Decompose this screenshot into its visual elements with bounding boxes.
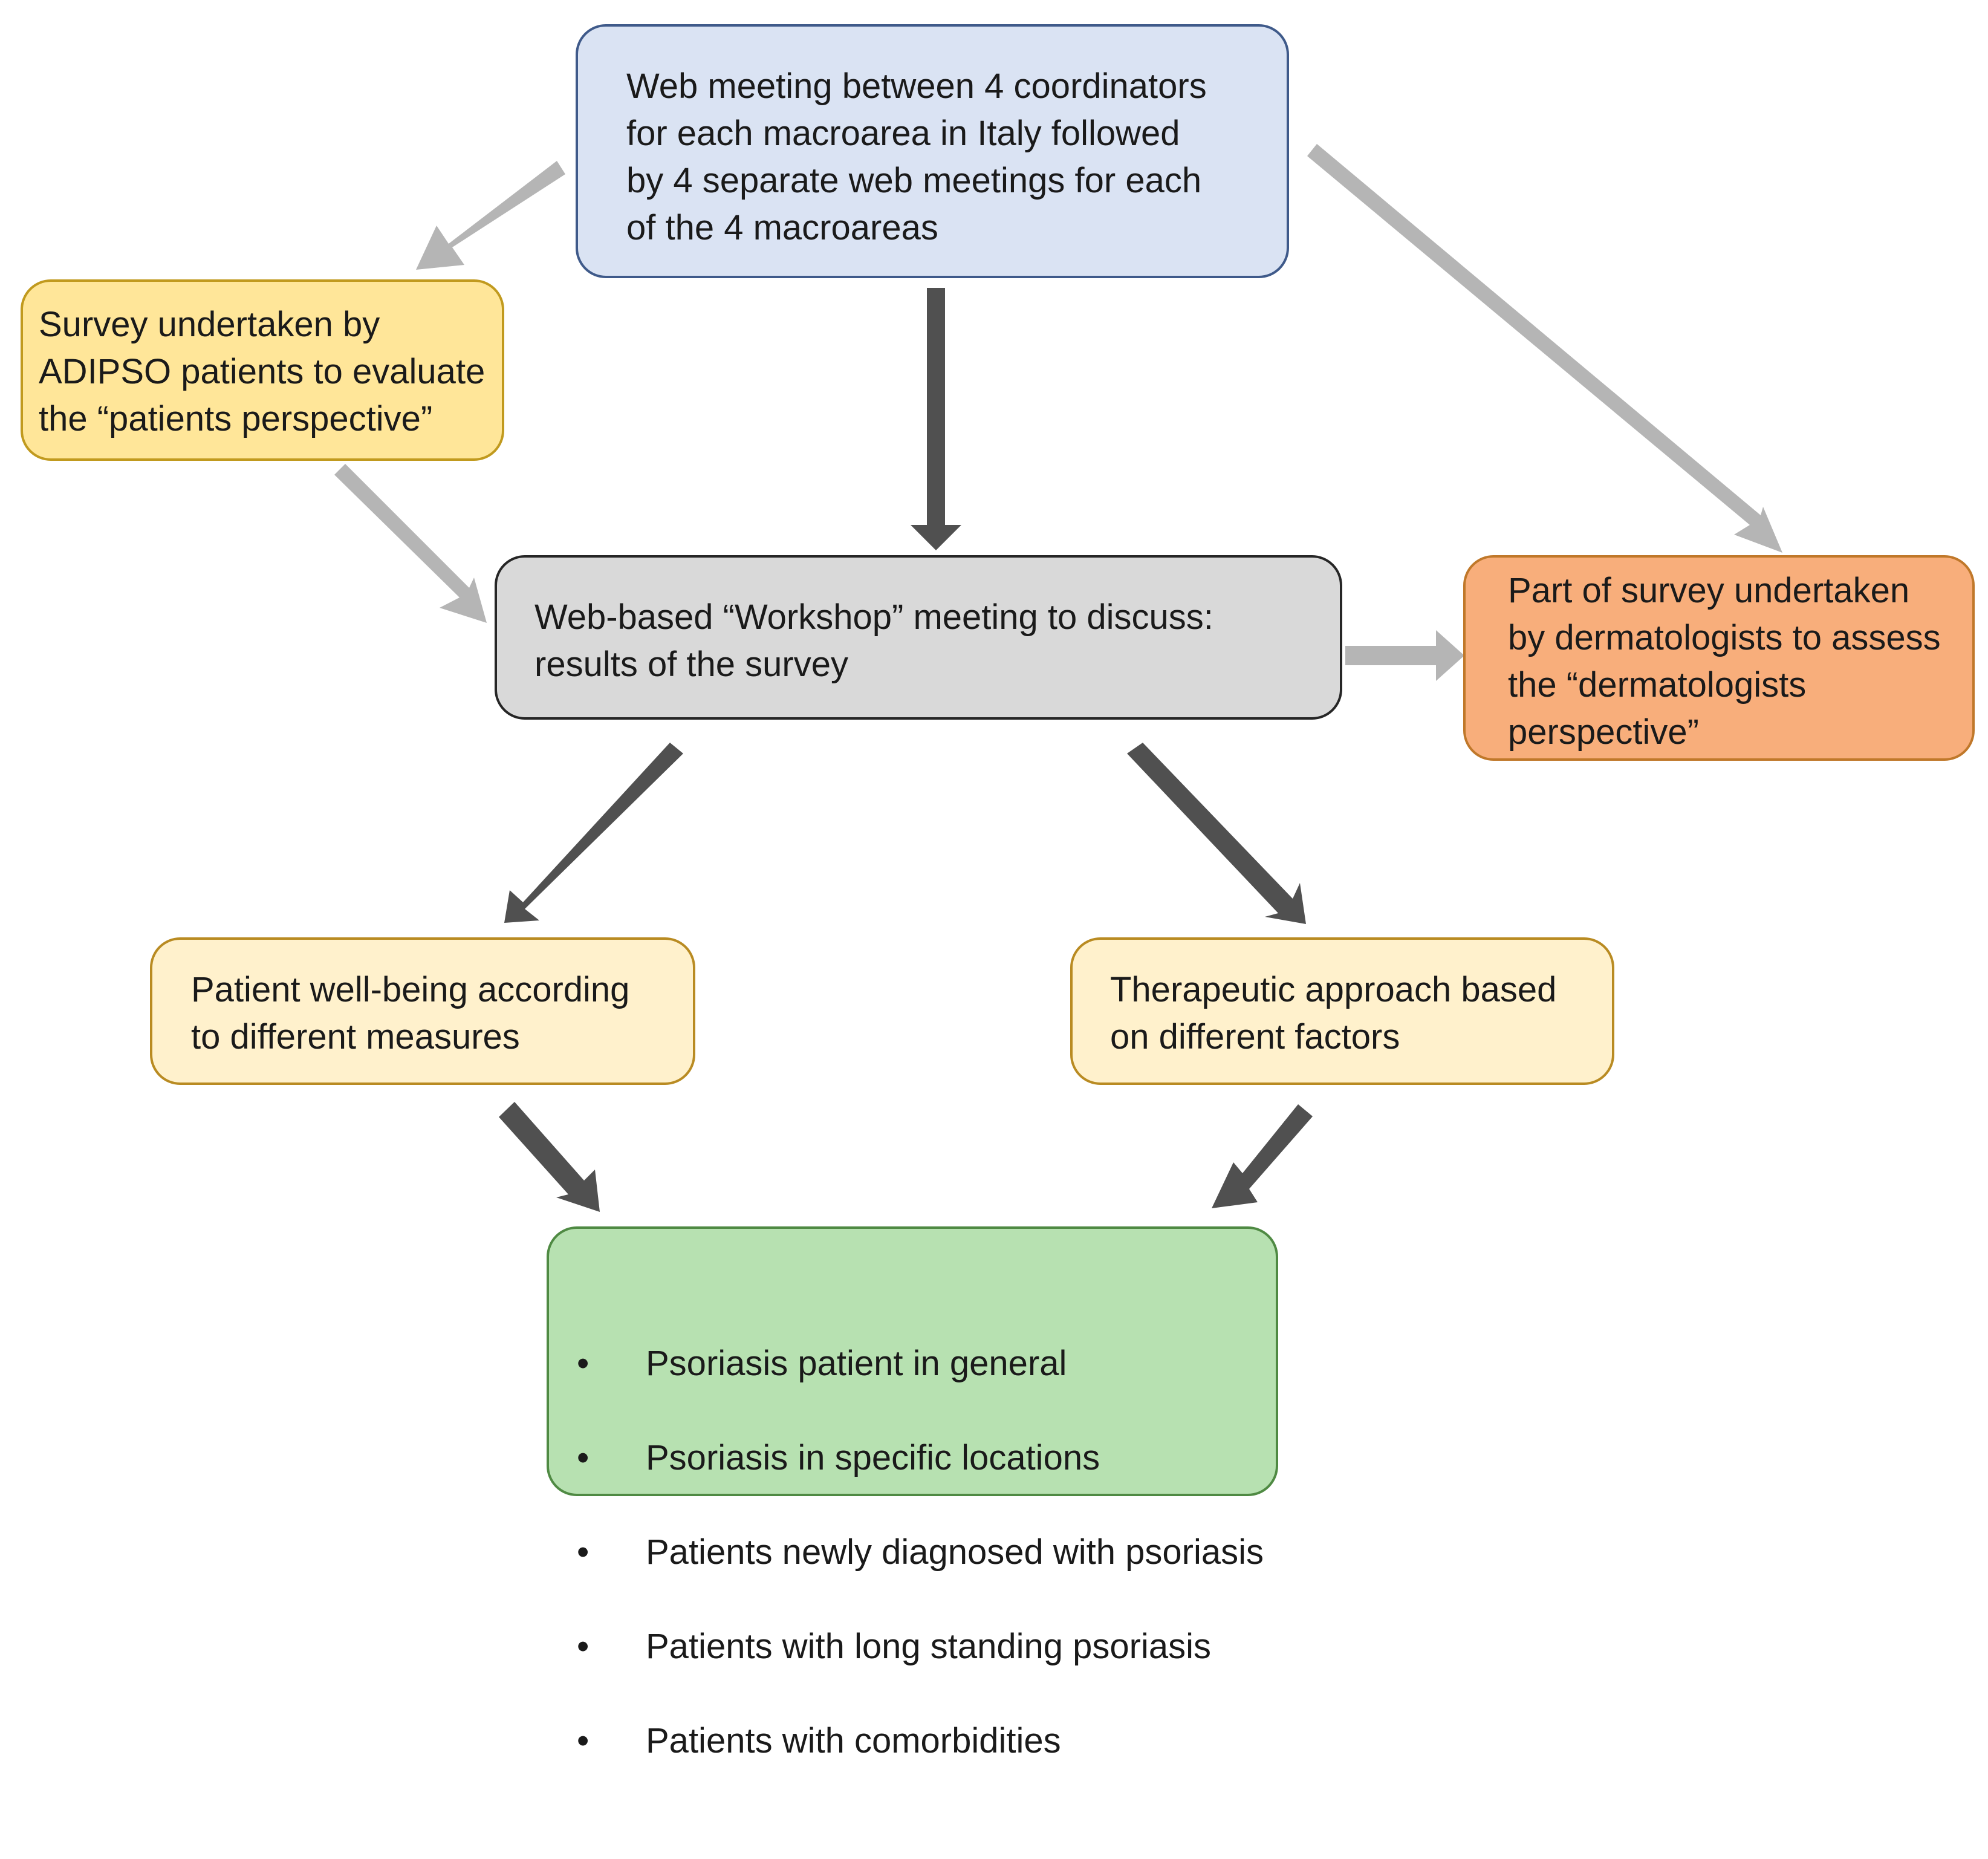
list-item: Patients newly diagnosed with psoriasis <box>571 1529 1264 1576</box>
arrow-workshop-to-survey-derm <box>1345 630 1464 681</box>
arrow-top-to-workshop <box>911 288 961 550</box>
arrow-wellbeing-to-list <box>499 1102 600 1212</box>
arrow-survey-patients-to-workshop <box>334 464 487 623</box>
patient-wellbeing-node: Patient well-being according to differen… <box>150 937 695 1085</box>
patient-groups-list: Psoriasis patient in general Psoriasis i… <box>571 1293 1264 1812</box>
arrow-top-to-survey-patients <box>416 161 565 270</box>
dermatologist-survey-node: Part of survey undertaken by dermatologi… <box>1463 555 1975 761</box>
arrow-workshop-to-therapeutic <box>1127 743 1306 924</box>
arrow-workshop-to-wellbeing <box>504 743 683 923</box>
therapeutic-approach-node: Therapeutic approach based on different … <box>1070 937 1614 1085</box>
list-item: Psoriasis patient in general <box>571 1340 1264 1387</box>
patient-survey-node: Survey undertaken by ADIPSO patients to … <box>21 279 504 461</box>
arrow-top-to-survey-derm <box>1307 144 1782 553</box>
list-item: Patients with long standing psoriasis <box>571 1623 1264 1670</box>
patient-groups-node: Psoriasis patient in general Psoriasis i… <box>547 1226 1278 1765</box>
connector-arrows <box>334 144 1782 1212</box>
web-meeting-coordinators-node: Web meeting between 4 coordinators for e… <box>576 24 1289 278</box>
list-item: Psoriasis in specific locations <box>571 1434 1264 1482</box>
list-item: Patients with comorbidities <box>571 1717 1264 1765</box>
workshop-meeting-node: Web-based “Workshop” meeting to discuss:… <box>495 555 1342 720</box>
arrow-therapeutic-to-list <box>1212 1104 1313 1208</box>
